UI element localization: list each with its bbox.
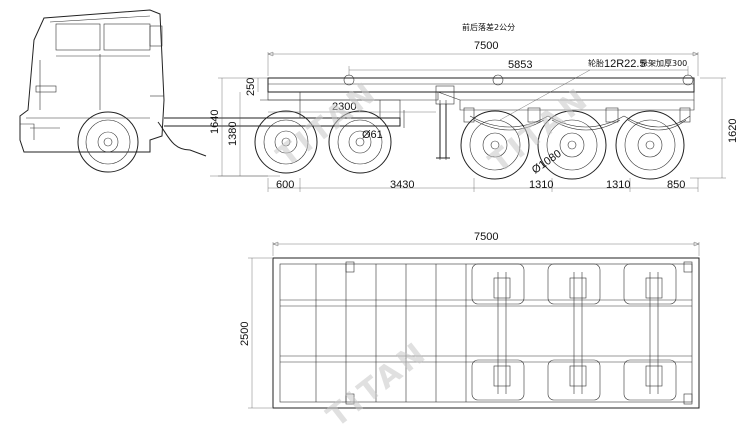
dim-2500: 2500 bbox=[239, 322, 251, 346]
trailer-wheel-3 bbox=[615, 110, 685, 180]
tractor-rear-wheel-1 bbox=[254, 110, 318, 174]
dim-850: 850 bbox=[667, 179, 685, 191]
side-view: 前后落差2公分 7500 5853 轮胎 12R22.5 悬架加厚300 230… bbox=[19, 9, 739, 192]
dim-plan-length bbox=[272, 241, 700, 256]
plan-outline bbox=[272, 257, 700, 409]
dim-overall-length bbox=[267, 51, 699, 76]
dim-frame-length bbox=[348, 66, 689, 76]
plan-view: 7500 2500 bbox=[239, 231, 700, 409]
dim-7500-side: 7500 bbox=[474, 40, 498, 52]
truck-cab bbox=[19, 9, 165, 153]
dim-1620: 1620 bbox=[727, 119, 739, 143]
truck-front-wheel bbox=[77, 111, 139, 173]
plan-axle-1 bbox=[471, 263, 525, 401]
dim-bottom-chain bbox=[267, 178, 699, 192]
dim-1640: 1640 bbox=[209, 110, 221, 134]
trailer-deck bbox=[267, 74, 695, 160]
landing-gear bbox=[436, 104, 450, 159]
dim-plan-width bbox=[248, 257, 272, 409]
dim-250: 250 bbox=[245, 78, 257, 96]
dim-7500-plan: 7500 bbox=[474, 231, 498, 243]
trailer-wheel-2 bbox=[537, 110, 607, 180]
suspension bbox=[463, 107, 691, 131]
dim-2300: 2300 bbox=[332, 101, 356, 113]
dim-600: 600 bbox=[276, 179, 294, 191]
tractor-rear-wheel-2 bbox=[328, 110, 392, 174]
tire-leader bbox=[499, 69, 591, 121]
watermark-side-1: TITAN bbox=[270, 74, 385, 174]
dim-1310-b: 1310 bbox=[606, 179, 630, 191]
note-top: 前后落差2公分 bbox=[462, 22, 515, 32]
plan-axle-2 bbox=[547, 263, 601, 401]
dim-3430: 3430 bbox=[390, 179, 414, 191]
dim-5853: 5853 bbox=[508, 59, 532, 71]
dim-1380: 1380 bbox=[227, 122, 239, 146]
watermark-plan: TITAN bbox=[320, 334, 435, 430]
dim-kingpin-dia: Ø61 bbox=[362, 129, 383, 141]
tire-label: 轮胎 bbox=[588, 58, 604, 68]
dim-vertical-right bbox=[690, 77, 726, 179]
suspension-note: 悬架加厚300 bbox=[640, 58, 687, 68]
tractor-chassis bbox=[164, 117, 401, 127]
plan-axle-3 bbox=[623, 263, 677, 401]
dim-1310-a: 1310 bbox=[529, 179, 553, 191]
air-hose bbox=[157, 121, 207, 157]
trailer-wheel-1 bbox=[460, 110, 530, 180]
tire-spec: 12R22.5 bbox=[604, 58, 646, 70]
